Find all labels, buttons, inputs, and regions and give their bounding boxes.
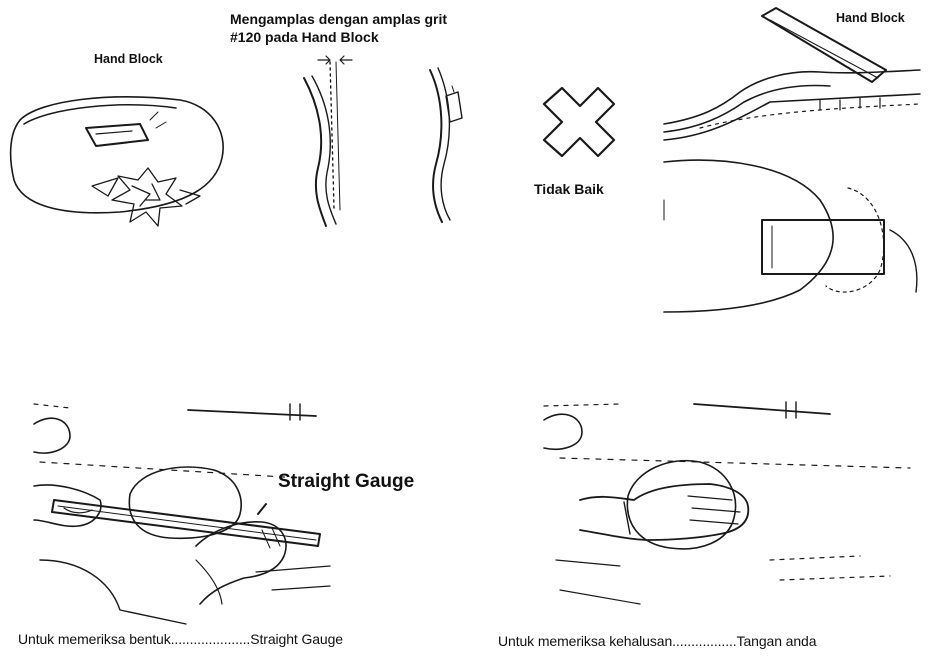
caption-right: Untuk memeriksa kehalusan...............… xyxy=(498,634,816,649)
straight-gauge-check-illustration xyxy=(34,404,330,624)
pointer-arrow-icon xyxy=(258,504,266,514)
sanding-note-line2: #120 pada Hand Block xyxy=(230,30,379,45)
open-hand-icon xyxy=(580,484,748,540)
small-block-icon xyxy=(446,92,462,122)
hand-block-right-label: Hand Block xyxy=(836,12,905,26)
straight-gauge-label: Straight Gauge xyxy=(278,472,414,493)
caption-left: Untuk memeriksa bentuk..................… xyxy=(18,632,343,647)
panel-cross-section-b xyxy=(430,68,462,222)
panel-with-hand-block-illustration xyxy=(11,97,224,213)
hand-smoothness-check-illustration xyxy=(544,402,910,604)
thickness-arrow-icon xyxy=(318,56,352,64)
hand-block-pad xyxy=(86,124,148,146)
cross-mark-icon xyxy=(544,88,614,156)
sanding-note-line1: Mengamplas dengan amplas grit xyxy=(230,12,447,27)
panel-right-illustration xyxy=(664,8,920,312)
tidak-baik-label: Tidak Baik xyxy=(534,182,604,197)
panel-cross-section-a xyxy=(304,56,352,226)
sanding-pattern-star-icon xyxy=(92,168,200,226)
hand-block-left-label: Hand Block xyxy=(94,53,163,67)
